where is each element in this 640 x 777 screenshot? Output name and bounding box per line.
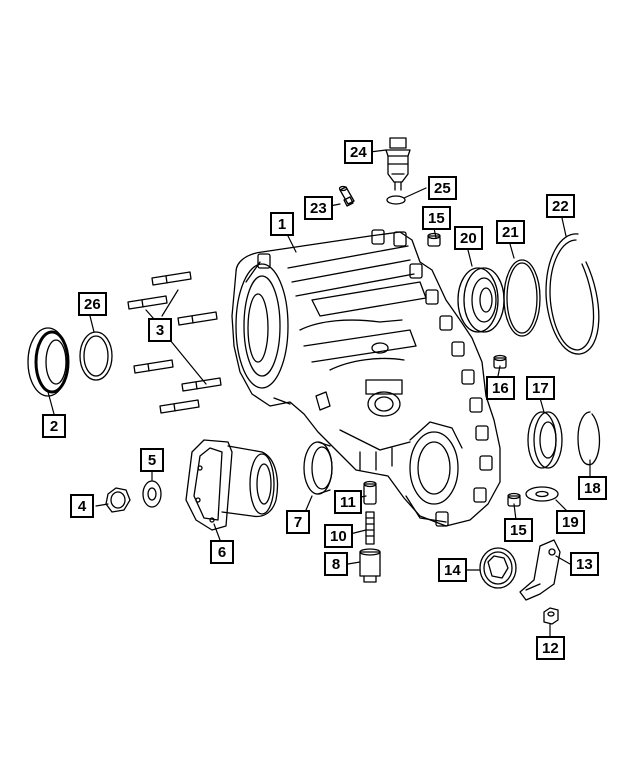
callout-15-upper: 15 — [422, 206, 451, 230]
callout-22: 22 — [546, 194, 575, 218]
part-13-bracket — [519, 539, 561, 601]
callout-1: 1 — [270, 212, 294, 236]
callout-5: 5 — [140, 448, 164, 472]
part-7-seal — [303, 441, 333, 495]
part-2-seal — [27, 327, 70, 397]
part-20-bearing — [457, 267, 505, 333]
callout-11: 11 — [334, 490, 362, 514]
part-15-plug-upper — [427, 232, 441, 247]
part-5-washer — [142, 480, 162, 508]
part-10-bolt — [365, 511, 375, 545]
callout-18: 18 — [578, 476, 607, 500]
part-19-washer — [525, 486, 559, 502]
callout-6: 6 — [210, 540, 234, 564]
callout-20: 20 — [454, 226, 483, 250]
callout-24: 24 — [344, 140, 373, 164]
callout-19: 19 — [556, 510, 585, 534]
callout-3: 3 — [148, 318, 172, 342]
part-21-snap-ring — [503, 259, 541, 337]
callout-4: 4 — [70, 494, 94, 518]
part-14-nut — [479, 547, 517, 589]
part-18-snap-ring — [577, 411, 601, 466]
part-3-studs — [127, 271, 222, 414]
part-15-plug-lower — [507, 492, 521, 507]
callout-26: 26 — [78, 292, 107, 316]
part-12-bolt — [543, 607, 559, 625]
callout-17: 17 — [526, 376, 555, 400]
callout-15-lower: 15 — [504, 518, 533, 542]
part-24-sensor — [385, 137, 411, 191]
part-4-nut — [105, 487, 131, 513]
callout-13: 13 — [570, 552, 599, 576]
callout-25: 25 — [428, 176, 457, 200]
callout-16: 16 — [486, 376, 515, 400]
part-8-plug — [359, 548, 381, 583]
callout-10: 10 — [324, 524, 353, 548]
part-26-ring — [79, 331, 113, 381]
callout-8: 8 — [324, 552, 348, 576]
callout-21: 21 — [496, 220, 525, 244]
part-17-bearing — [527, 411, 563, 469]
part-23-fitting — [338, 185, 355, 207]
part-22-ring — [545, 233, 600, 355]
callout-12: 12 — [536, 636, 565, 660]
part-11-pin — [363, 480, 377, 505]
part-16-plug — [493, 354, 507, 369]
callout-2: 2 — [42, 414, 66, 438]
part-25-o-ring — [386, 195, 406, 205]
callout-23: 23 — [304, 196, 333, 220]
callout-7: 7 — [286, 510, 310, 534]
part-6-flange — [185, 439, 279, 531]
callout-14: 14 — [438, 558, 467, 582]
